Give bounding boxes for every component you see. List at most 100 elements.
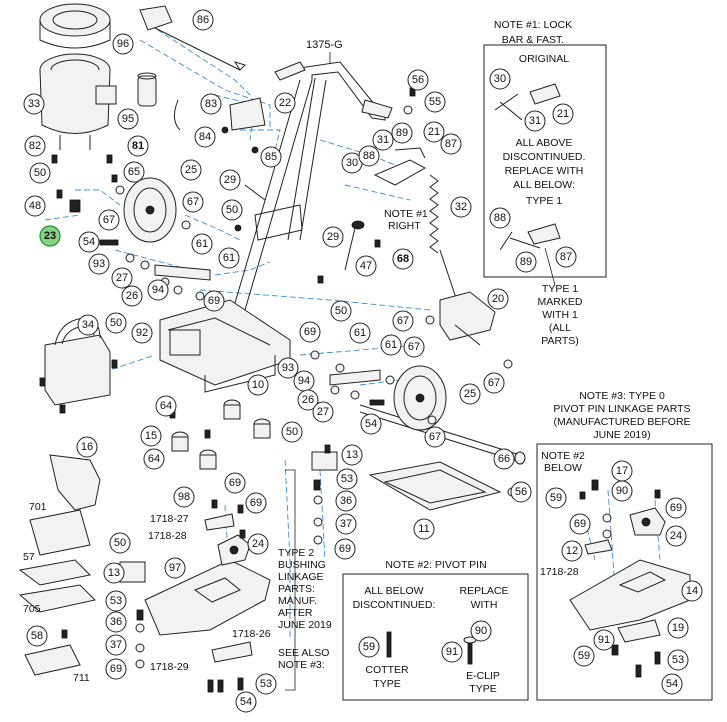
callout-c69e: 69 [334, 538, 356, 560]
callout-c95: 95 [117, 108, 139, 130]
callout-number: 94 [152, 284, 164, 296]
callout-c31: 31 [372, 129, 394, 151]
callout-number: 29 [224, 174, 236, 186]
callout-number: 94 [298, 375, 310, 387]
callout-c25a: 25 [180, 159, 202, 181]
callout-number: 83 [205, 98, 217, 110]
callout-number: 86 [197, 14, 209, 26]
callout-number: 66 [498, 453, 510, 465]
callout-circle [105, 611, 127, 633]
callout-number: 26 [302, 394, 314, 406]
callout-number: 31 [377, 134, 389, 146]
callout-circle [245, 492, 267, 514]
callout-number: 55 [429, 96, 441, 108]
callout-number: 54 [365, 418, 377, 430]
callout-c88a: 88 [358, 145, 380, 167]
type2-l3: LINKAGE [278, 571, 324, 583]
callout-circle [173, 486, 195, 508]
callout-c53c: 53 [255, 673, 277, 695]
callout-number: 92 [136, 327, 148, 339]
callout-c69a: 69 [203, 290, 225, 312]
callout-number: 93 [93, 258, 105, 270]
callout-number: 67 [397, 315, 409, 327]
callout-circle [483, 372, 505, 394]
callout-c15: 15 [140, 425, 162, 447]
note1-disc-4: ALL BELOW: [513, 179, 575, 191]
note3-sub-1: NOTE #2 [541, 450, 585, 462]
callout-number: 24 [252, 538, 264, 550]
callout-circle [224, 472, 246, 494]
callout-number: 67 [429, 431, 441, 443]
callout-circle [182, 191, 204, 213]
callout-c88b: 88 [489, 207, 511, 229]
callout-circle [218, 247, 240, 269]
callout-circle [111, 267, 133, 289]
callout-c16: 16 [76, 436, 98, 458]
callout-number: 11 [418, 523, 429, 535]
note3-title-4: JUNE 2019) [593, 429, 650, 441]
callout-c67e: 67 [483, 372, 505, 394]
callout-number: 69 [250, 497, 262, 509]
callout-number: 23 [44, 230, 56, 242]
callout-c67c: 67 [392, 310, 414, 332]
type2-bracket: TYPE 2 BUSHING LINKAGE PARTS: MANUF. AFT… [278, 469, 332, 691]
callout-number: 58 [31, 630, 43, 642]
callout-number: 19 [672, 622, 684, 634]
callout-circle [459, 383, 481, 405]
callout-circle [322, 226, 344, 248]
callout-number: 50 [335, 305, 347, 317]
note3-title-2: PIVOT PIN LINKAGE PARTS [553, 403, 690, 415]
label-705: 705 [23, 603, 41, 615]
callout-c54b: 54 [360, 413, 382, 435]
callout-number: 31 [529, 115, 541, 127]
callout-number: 27 [317, 406, 329, 418]
callout-number: 88 [494, 212, 506, 224]
callout-number: 95 [122, 113, 134, 125]
callout-c21a: 21 [423, 121, 445, 143]
note1-marked-5: PARTS) [541, 335, 579, 347]
callout-c54a: 54 [78, 231, 100, 253]
callout-circle [403, 336, 425, 358]
callout-circle [561, 540, 583, 562]
note1-marked-2: MARKED [538, 296, 583, 308]
callout-number: 13 [108, 567, 120, 579]
callout-circle [493, 448, 515, 470]
callout-circle [299, 321, 321, 343]
callout-number: 67 [408, 341, 420, 353]
callout-c20: 20 [487, 288, 509, 310]
callout-circle [489, 68, 511, 90]
note2-panel: NOTE #2: PIVOT PIN ALL BELOW DISCONTINUE… [342, 559, 529, 701]
callout-number: 16 [81, 441, 93, 453]
callout-c34: 34 [77, 314, 99, 336]
callout-c29a: 29 [219, 169, 241, 191]
callout-number: 36 [340, 495, 352, 507]
note2-title: NOTE #2: PIVOT PIN [385, 559, 486, 571]
callout-circle [191, 233, 213, 255]
callout-c55: 55 [424, 91, 446, 113]
callout-c32: 32 [450, 196, 472, 218]
callout-circle [489, 207, 511, 229]
callout-c84: 84 [194, 126, 216, 148]
callout-c59c: 59 [358, 636, 380, 658]
callout-c36b: 36 [105, 611, 127, 633]
callout-number: 53 [260, 678, 272, 690]
callout-circle [391, 122, 413, 144]
callout-c50a: 50 [29, 162, 51, 184]
callout-circle [665, 497, 687, 519]
callout-c69h: 69 [665, 497, 687, 519]
note3-title-1: NOTE #3: TYPE 0 [579, 390, 665, 402]
callout-c54d: 54 [661, 673, 683, 695]
note1-panel: NOTE #1: LOCK BAR & FAST. ORIGINAL ALL A… [483, 19, 607, 347]
callout-circle [569, 513, 591, 535]
callout-c58: 58 [26, 625, 48, 647]
note1-title-1: NOTE #1: LOCK [494, 19, 572, 31]
callout-c29b: 29 [322, 226, 344, 248]
callout-number: 69 [304, 326, 316, 338]
callout-circle [260, 146, 282, 168]
callout-number: 15 [145, 430, 157, 442]
note1-marked-3: WITH 1 [542, 309, 578, 321]
callout-c90a: 90 [611, 480, 633, 502]
callout-c30b: 30 [489, 68, 511, 90]
callout-c50c: 50 [330, 300, 352, 322]
